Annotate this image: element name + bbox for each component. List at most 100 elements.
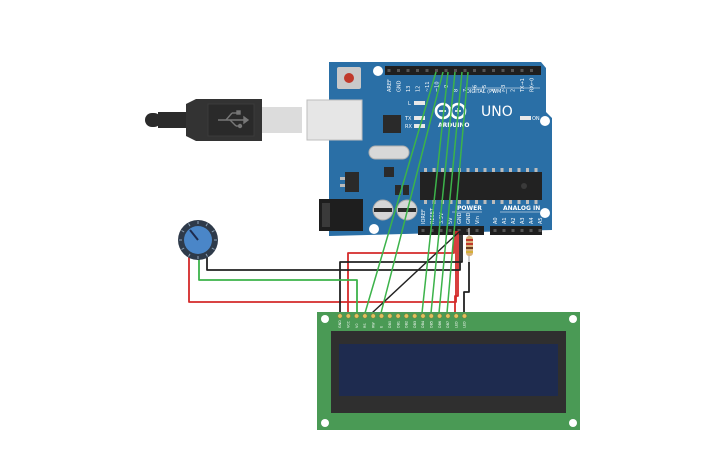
lcd-pin-label: RW [371, 322, 375, 328]
lcd-pin-label: DB2 [405, 321, 409, 328]
lcd-pin-label: RS [363, 323, 367, 328]
header-pin[interactable] [530, 69, 533, 72]
header-pin[interactable] [492, 69, 495, 72]
lcd-pin-label: DB0 [388, 321, 392, 328]
potentiometer[interactable] [178, 220, 218, 260]
header-pin[interactable] [448, 229, 452, 232]
lcd-pin[interactable] [428, 313, 434, 319]
lcd-pin[interactable] [462, 313, 467, 319]
header-pin[interactable] [430, 229, 434, 232]
pin-label: RX←0 [529, 78, 535, 92]
mounting-hole [373, 66, 383, 76]
header-pin[interactable] [538, 229, 542, 232]
digital-label: DIGITAL (PWM~) [466, 89, 508, 95]
lcd-pin-label: DB7 [446, 321, 450, 328]
mounting-hole [321, 419, 329, 427]
lcd-pin-label: DB3 [413, 321, 417, 328]
svg-text:L: L [408, 101, 411, 107]
header-pin[interactable] [493, 229, 497, 232]
usb-cable-end [145, 113, 161, 127]
pin-label: GND [396, 80, 402, 92]
lcd-pin[interactable] [345, 313, 351, 319]
wire-d11-e[interactable] [380, 71, 444, 314]
header-pin[interactable] [454, 69, 457, 72]
lcd-pin[interactable] [403, 313, 409, 319]
digital-header [385, 66, 541, 75]
resistor[interactable] [466, 228, 473, 262]
wire-5v-vcc[interactable] [347, 231, 455, 313]
lcd-pin-label: DB1 [396, 321, 400, 328]
header-pin[interactable] [466, 229, 470, 232]
lcd-pin[interactable] [362, 313, 368, 319]
board-model: UNO [481, 104, 513, 120]
header-pin[interactable] [463, 69, 467, 72]
header-pin[interactable] [387, 69, 391, 72]
wire-d2-db7[interactable] [446, 71, 469, 314]
lcd-pin[interactable] [387, 313, 393, 319]
lcd-pin[interactable] [395, 313, 401, 319]
header-pin[interactable] [406, 69, 410, 72]
header-pin[interactable] [416, 69, 419, 72]
lcd-pin[interactable] [445, 313, 451, 319]
mounting-hole [321, 315, 329, 323]
board-brand: ARDUINO [438, 122, 469, 129]
power-jack-front [322, 203, 330, 227]
wire-d3-db6[interactable] [438, 71, 463, 314]
lcd-pin[interactable] [412, 313, 418, 319]
wire-5v-led[interactable] [454, 231, 459, 313]
reset-button-cap[interactable] [344, 73, 354, 83]
lcd-pin[interactable] [437, 313, 443, 319]
header-pin[interactable] [501, 69, 505, 72]
pin-label: 2 [510, 89, 516, 92]
mounting-hole [540, 208, 550, 218]
usb-cable[interactable] [145, 99, 302, 141]
header-pin[interactable] [435, 69, 438, 72]
header-pin[interactable] [502, 229, 506, 232]
header-pin[interactable] [397, 69, 400, 72]
wire-d5-db4[interactable] [421, 71, 449, 314]
header-pin[interactable] [473, 69, 476, 72]
header-pin[interactable] [520, 69, 524, 72]
pin-label: A1 [502, 217, 508, 224]
pin-label: A3 [520, 217, 526, 224]
wire-gnd-lcd[interactable] [339, 231, 463, 313]
header-pin[interactable] [475, 229, 479, 232]
lcd-pin[interactable] [379, 313, 384, 319]
pin-label: A5 [538, 217, 544, 224]
header-pin[interactable] [511, 229, 515, 232]
wire-gnd-pot[interactable] [206, 231, 461, 271]
lcd-pin[interactable] [337, 313, 343, 319]
svg-text:ON: ON [532, 116, 540, 122]
lcd-pin[interactable] [453, 313, 459, 319]
pin-label: TX→1 [520, 78, 526, 93]
wire-led-cathode[interactable] [463, 262, 470, 313]
pin-label: A4 [529, 217, 535, 224]
lcd-pin[interactable] [420, 313, 426, 319]
lcd-pin[interactable] [354, 313, 360, 319]
wire-d12-rs[interactable] [364, 71, 437, 314]
header-pin[interactable] [482, 69, 486, 72]
wire-d4-db5[interactable] [430, 71, 456, 314]
lcd-pin-label: DB4 [421, 321, 425, 328]
mounting-hole [369, 224, 379, 234]
header-pin[interactable] [520, 229, 524, 232]
pin-label: 12 [415, 86, 421, 92]
wire-pot-v0[interactable] [198, 255, 358, 313]
pin-label: ~5 [482, 85, 488, 92]
header-pin[interactable] [511, 69, 514, 72]
header-pin[interactable] [439, 229, 443, 232]
analog-label: ANALOG IN [503, 205, 540, 212]
regulator-chip [384, 167, 394, 177]
pin-label: ~10 [434, 81, 440, 92]
header-pin[interactable] [425, 69, 429, 72]
header-pin[interactable] [444, 69, 448, 72]
header-pin[interactable] [529, 229, 533, 232]
header-pin[interactable] [457, 229, 461, 232]
lcd-pin[interactable] [370, 313, 376, 319]
lcd-pin-label: LED [463, 321, 467, 328]
pot-indicator [189, 229, 199, 241]
wire-5v-pot[interactable] [188, 231, 457, 303]
header-pin[interactable] [421, 229, 425, 232]
